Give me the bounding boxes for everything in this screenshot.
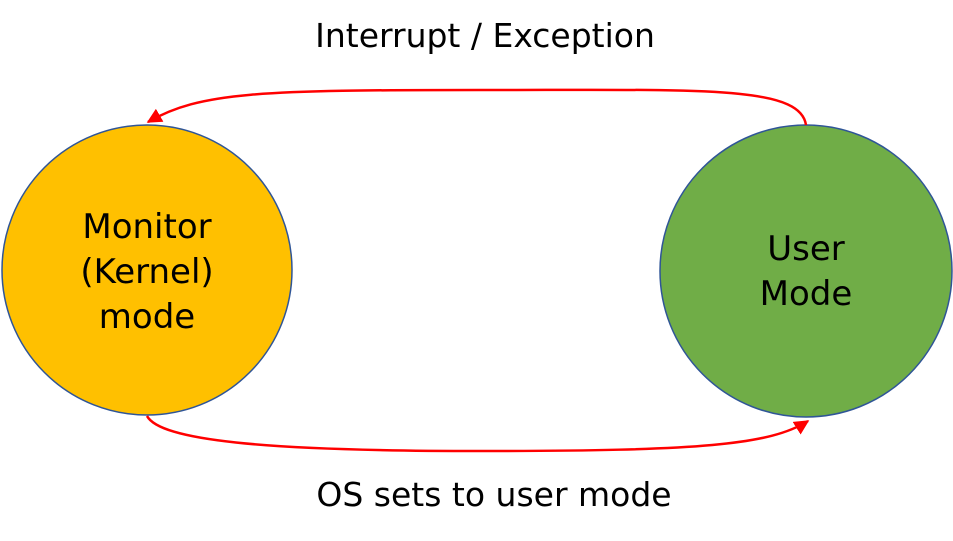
monitor-label-line: Monitor <box>82 207 212 247</box>
interrupt-exception-label: Interrupt / Exception <box>315 16 655 55</box>
user-label-line: Mode <box>759 274 853 314</box>
os-sets-user-mode-label: OS sets to user mode <box>316 475 672 514</box>
monitor-mode-label: Monitor (Kernel) mode <box>47 205 247 340</box>
return-to-user-arrow <box>145 415 810 453</box>
user-mode-label: User Mode <box>706 227 906 317</box>
monitor-label-line: (Kernel) <box>80 252 214 292</box>
user-label-line: User <box>767 229 845 269</box>
monitor-mode-node <box>1 124 293 416</box>
monitor-label-line: mode <box>98 297 196 337</box>
interrupt-arrow <box>146 88 808 126</box>
